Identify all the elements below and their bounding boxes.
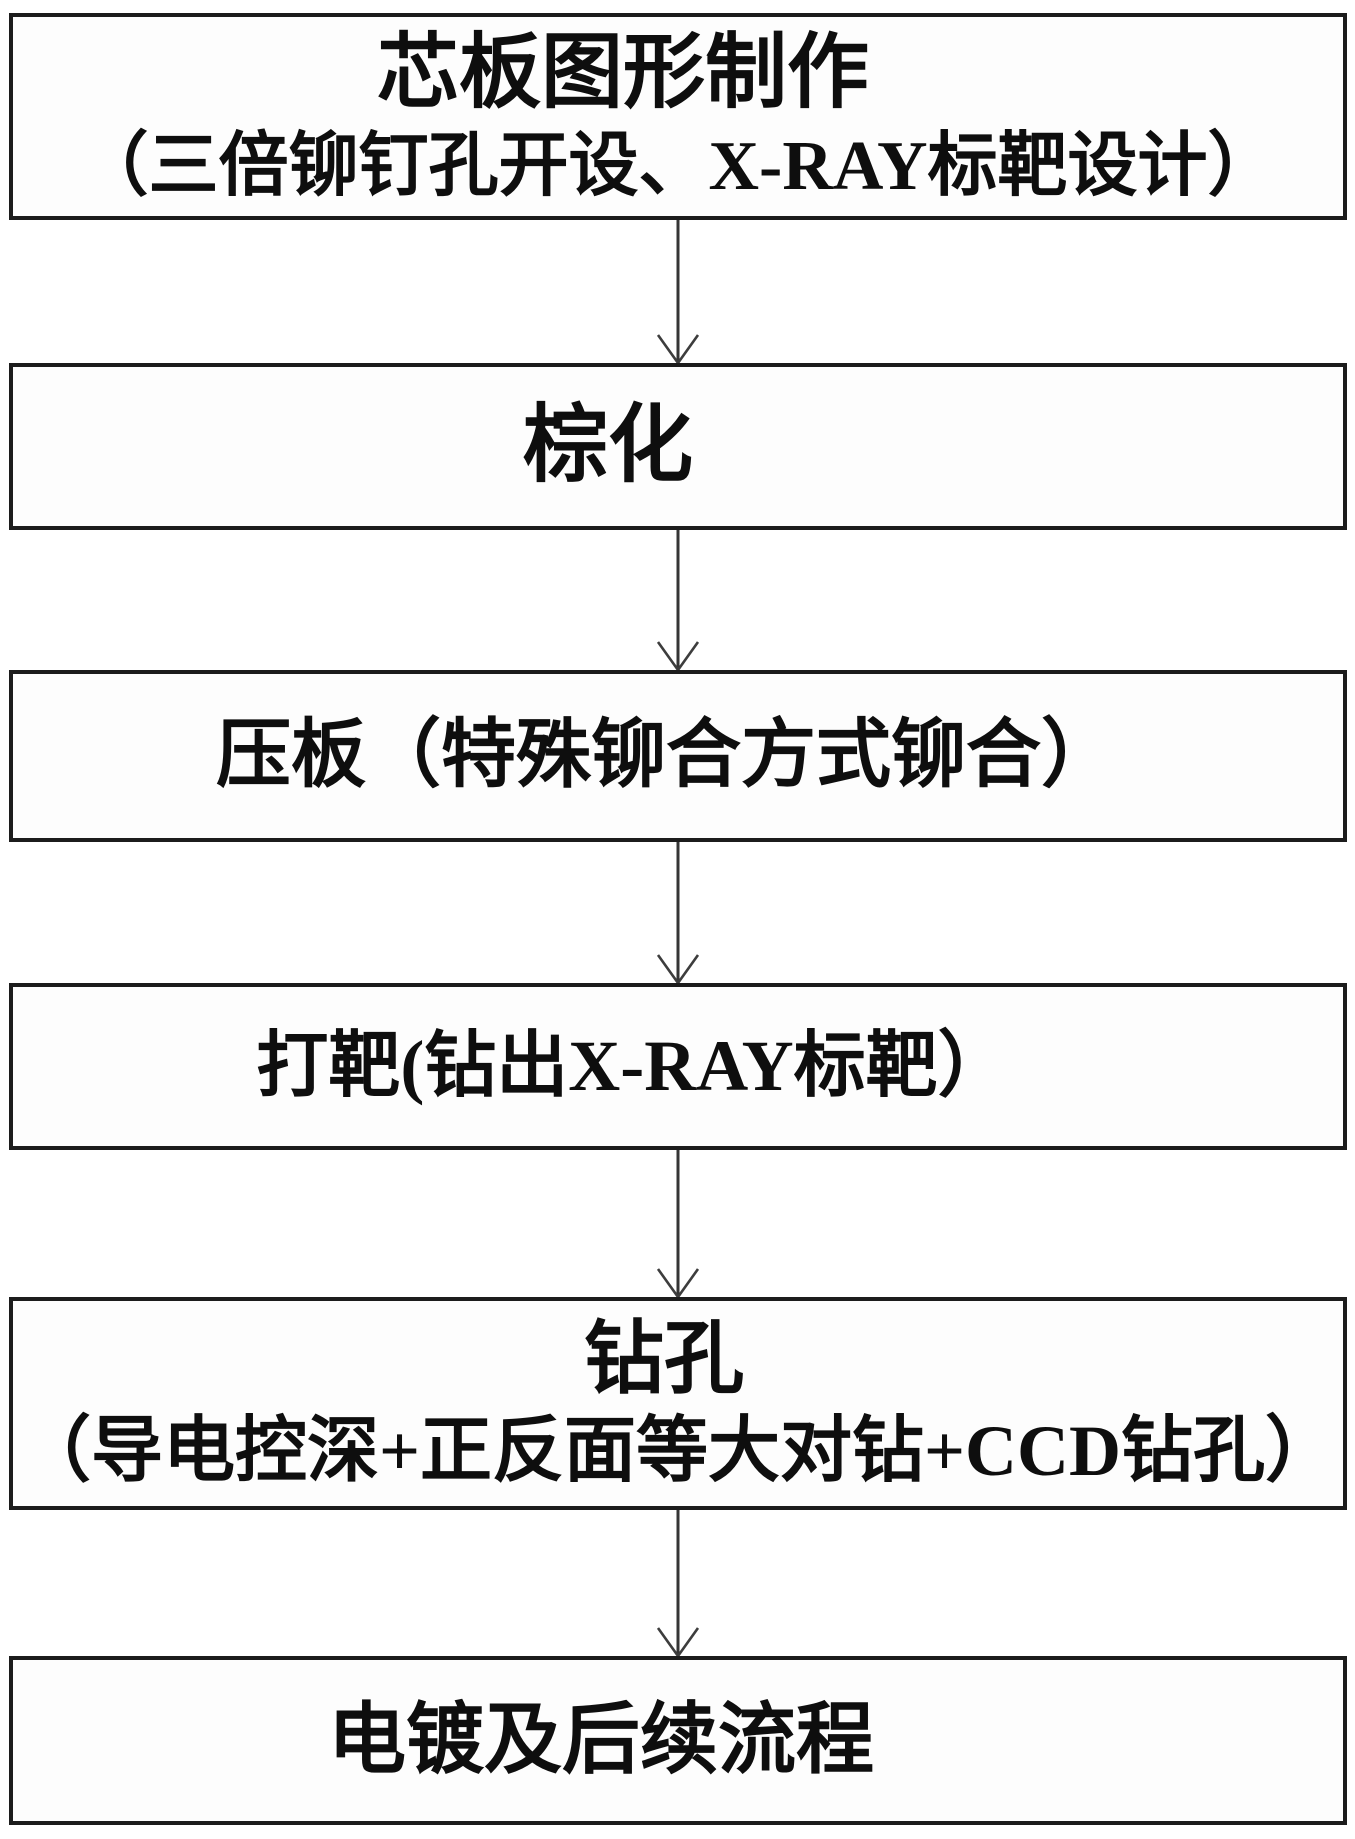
down-arrow-icon [648,530,708,670]
down-arrow-icon [648,1510,708,1656]
step-label: 钻孔 [584,1315,744,1404]
flow-step-plating-followup: 电镀及后续流程 [9,1656,1347,1825]
step-label: 压板（特殊铆合方式铆合） [215,713,1116,797]
down-arrow-icon [648,842,708,983]
step-label: 芯板图形制作 [376,26,869,118]
flow-step-drilling: 钻孔 （导电控深+正反面等大对钻+CCD钻孔） [9,1297,1347,1510]
down-arrow-icon [648,1150,708,1297]
step-label: 棕化 [522,399,693,494]
flow-step-target-drilling: 打靶(钻出X-RAY标靶） [9,983,1347,1150]
step-label: 打靶(钻出X-RAY标靶） [256,1026,1010,1107]
flow-step-core-board-pattern: 芯板图形制作 （三倍铆钉孔开设、X-RAY标靶设计） [9,13,1347,220]
flow-step-lamination: 压板（特殊铆合方式铆合） [9,670,1347,842]
step-sublabel: （导电控深+正反面等大对钻+CCD钻孔） [18,1411,1338,1492]
flow-step-brown-oxide: 棕化 [9,363,1347,530]
step-sublabel: （三倍铆钉孔开设、X-RAY标靶设计） [78,127,1278,205]
down-arrow-icon [648,220,708,363]
step-label: 电镀及后续流程 [327,1696,874,1784]
